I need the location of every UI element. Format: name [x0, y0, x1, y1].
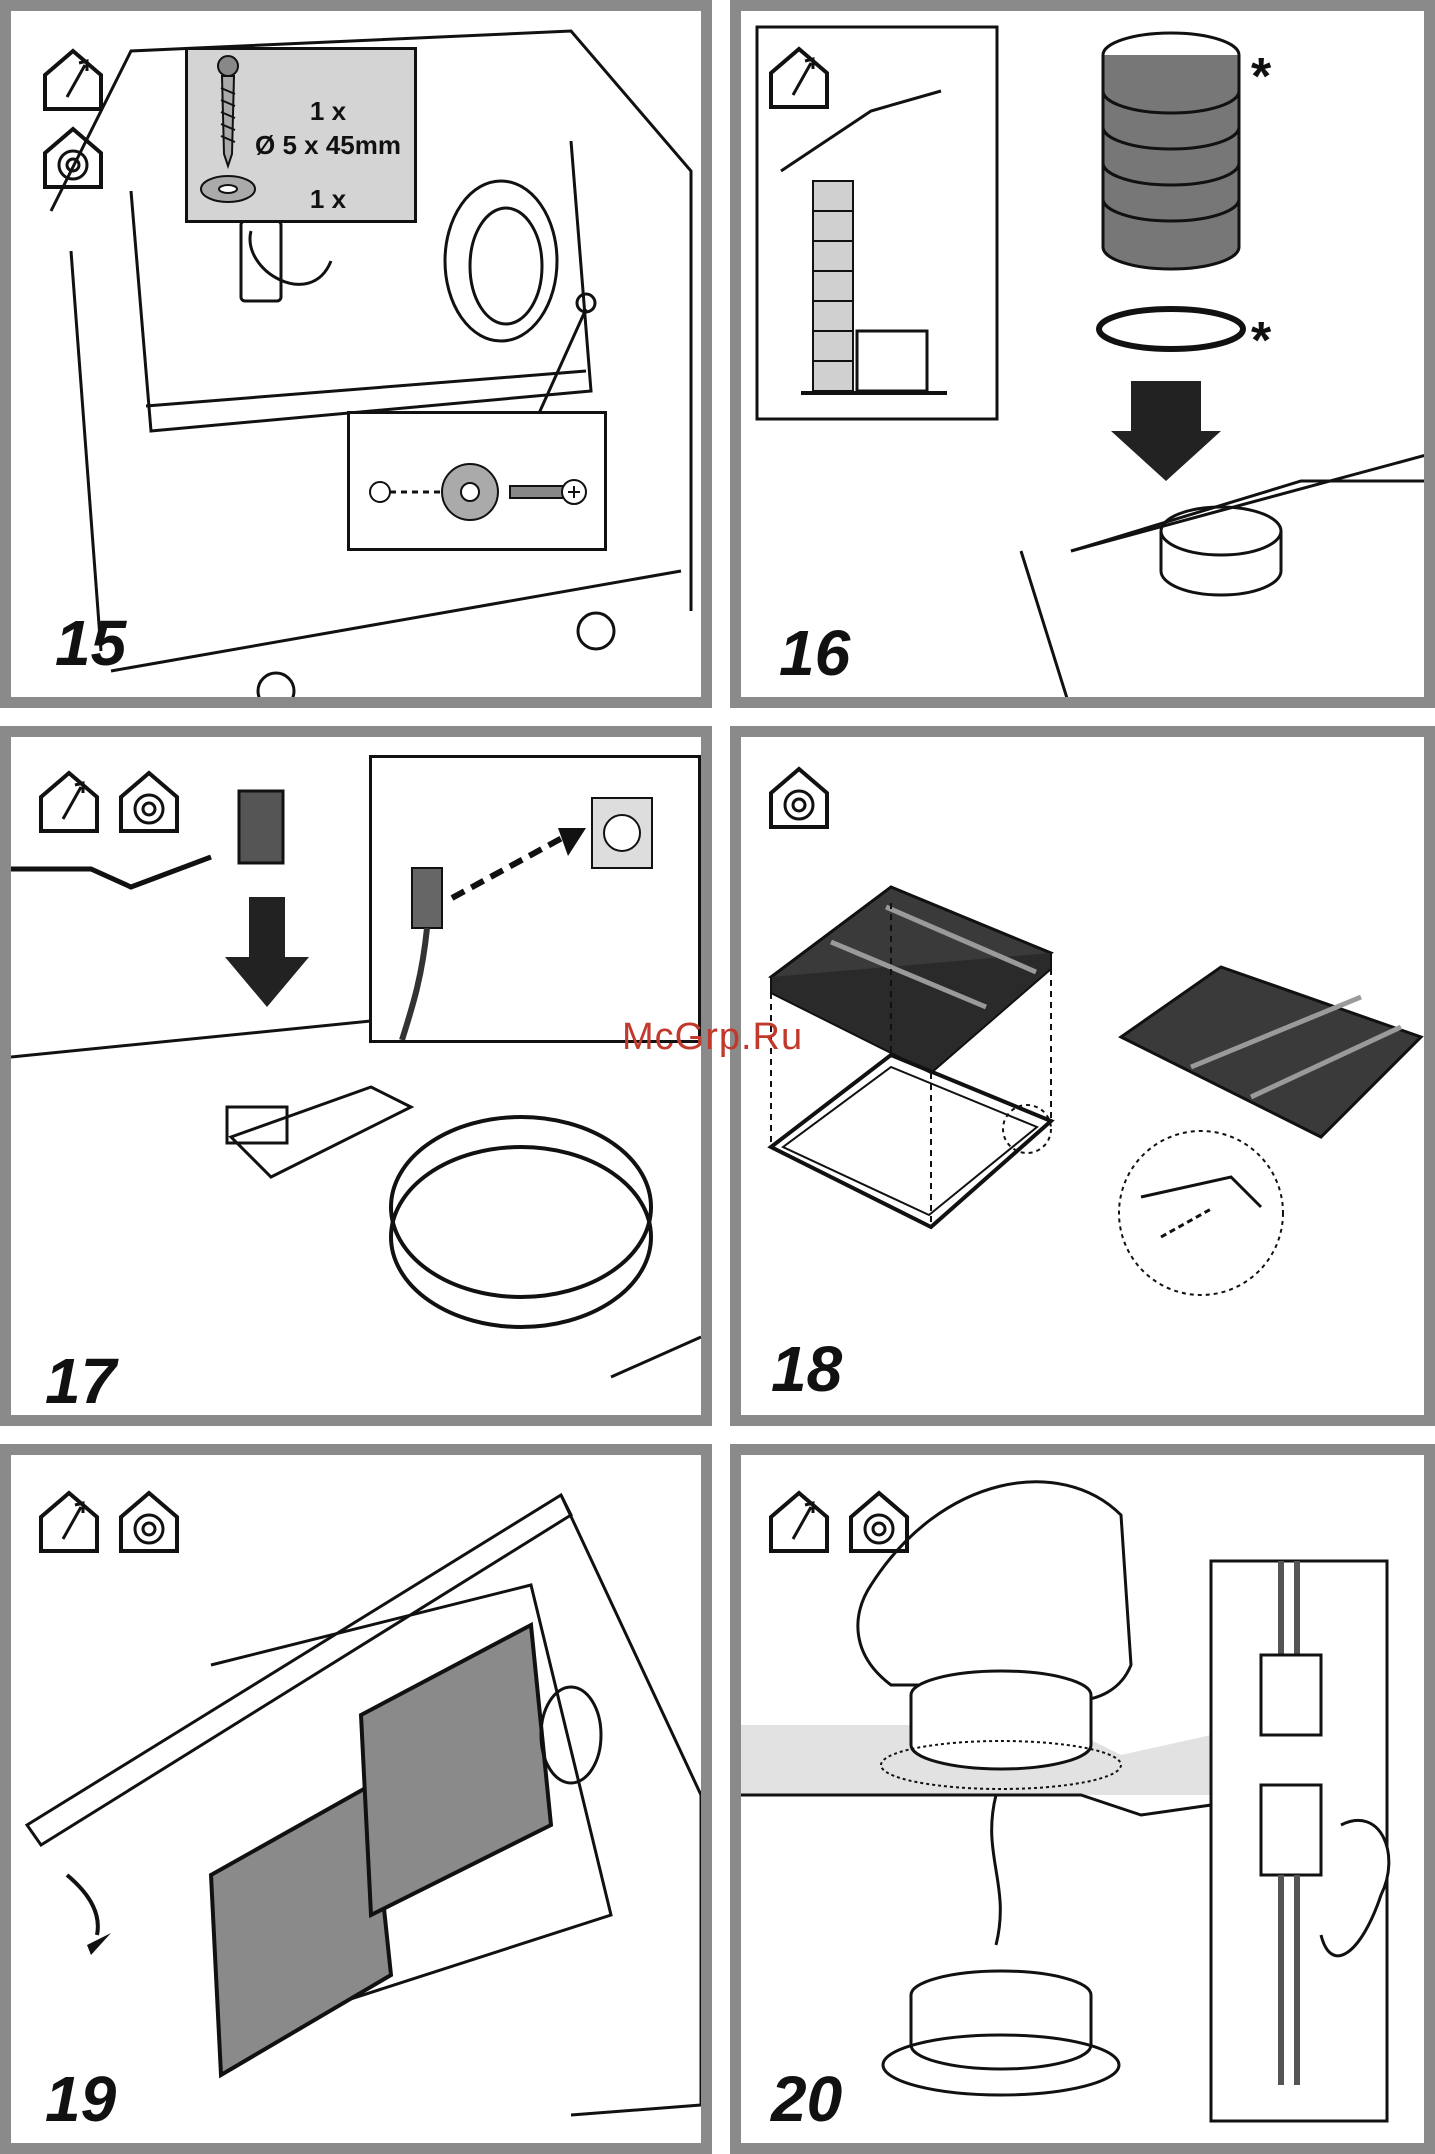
optional-part-marker: *: [1251, 311, 1271, 371]
washer-quantity: 1 x: [248, 184, 408, 215]
panel-step-20: 20: [730, 1444, 1435, 2154]
optional-part-marker: *: [1251, 47, 1271, 107]
watermark: McGrp.Ru: [622, 1016, 803, 1059]
recirculation-icon: [39, 123, 107, 196]
panel-step-18: 18: [730, 726, 1435, 1426]
recirculation-icon: [115, 1487, 183, 1560]
ducted-extraction-icon: [35, 1487, 103, 1560]
recirculation-icon: [115, 767, 183, 840]
step-number: 17: [45, 1349, 116, 1413]
screw-quantity: 1 x: [248, 96, 408, 127]
ducted-extraction-icon: [35, 767, 103, 840]
duct-installation-illustration: [741, 11, 1435, 708]
detail-inset: [347, 411, 607, 551]
screw-assembly-detail: [350, 414, 604, 548]
step-number: 20: [771, 2067, 842, 2131]
panel-step-19: 19: [0, 1444, 712, 2154]
step-number: 18: [771, 1337, 842, 1401]
carbon-filter-illustration: [741, 737, 1435, 1426]
plug-inset: [369, 755, 701, 1043]
recirculation-icon: [845, 1487, 913, 1560]
panel-step-16: * * 16: [730, 0, 1435, 708]
plug-socket-detail: [372, 758, 698, 1040]
ducted-extraction-icon: [39, 45, 107, 118]
ducted-extraction-icon: [765, 1487, 833, 1560]
panel-step-15: 1 x Ø 5 x 45mm 1 x 15: [0, 0, 712, 708]
ducted-extraction-icon: [765, 43, 833, 116]
hardware-callout: 1 x Ø 5 x 45mm 1 x: [185, 47, 417, 223]
step-number: 15: [55, 611, 126, 675]
step-number: 16: [779, 621, 850, 685]
screw-spec: Ø 5 x 45mm: [238, 130, 418, 161]
panel-step-17: 17: [0, 726, 712, 1426]
step-number: 19: [45, 2067, 116, 2131]
recirculation-icon: [765, 763, 833, 836]
